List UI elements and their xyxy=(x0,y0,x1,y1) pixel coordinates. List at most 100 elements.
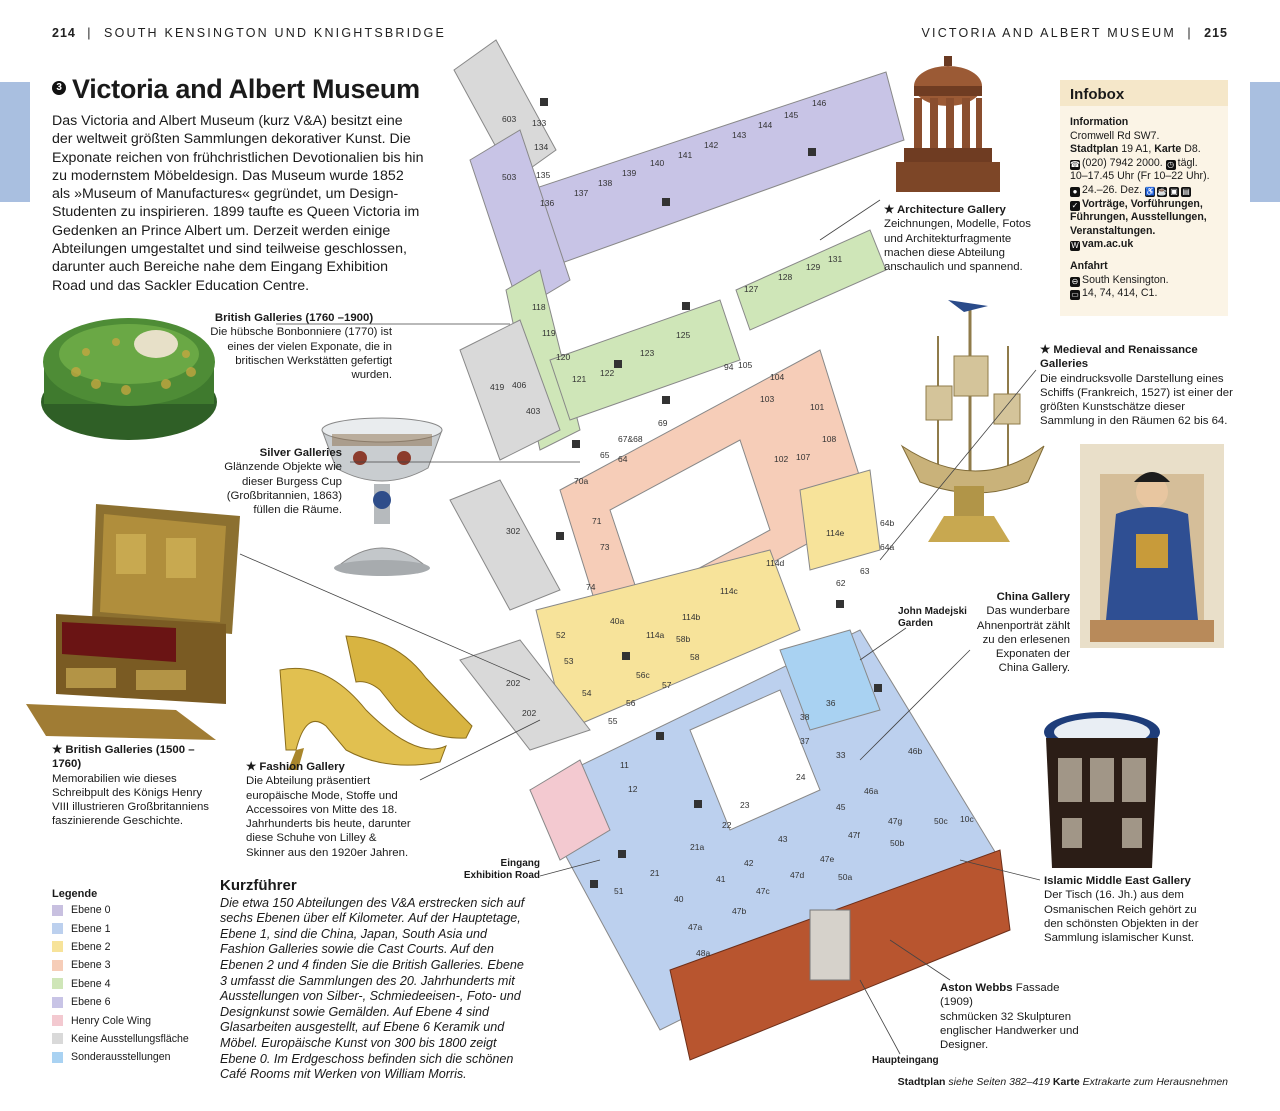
svg-text:131: 131 xyxy=(828,254,842,264)
legend-swatch xyxy=(52,941,63,953)
svg-text:127: 127 xyxy=(744,284,758,294)
islamic-table-image xyxy=(1044,712,1160,868)
legend-item: Henry Cole Wing xyxy=(52,1011,189,1029)
svg-text:47e: 47e xyxy=(820,854,834,864)
svg-text:125: 125 xyxy=(676,330,690,340)
wheelchair-icon: ♿ xyxy=(1145,186,1156,197)
legend-label: Ebene 6 xyxy=(71,996,111,1009)
svg-text:142: 142 xyxy=(704,140,718,150)
svg-text:137: 137 xyxy=(574,188,588,198)
infobox-title: Infobox xyxy=(1060,80,1228,106)
level2-grey-south xyxy=(459,639,591,751)
level6-west-block xyxy=(453,39,557,181)
legend-item: Keine Ausstellungsfläche xyxy=(52,1030,189,1048)
caption-china: China Gallery Das wunderbare Ahnenporträ… xyxy=(976,591,1070,675)
address: Cromwell Rd SW7. xyxy=(1070,129,1160,142)
closed-line: ●24.–26. Dez. ♿☕▣▤ xyxy=(1070,184,1218,198)
svg-text:22: 22 xyxy=(722,820,732,830)
svg-text:140: 140 xyxy=(650,158,664,168)
svg-text:122: 122 xyxy=(600,368,614,378)
svg-text:73: 73 xyxy=(600,542,610,552)
chapter-tab-left xyxy=(0,82,30,202)
legend-item: Ebene 4 xyxy=(52,975,189,993)
clock-icon: ◷ xyxy=(1165,159,1176,170)
stadtplan-ref: Stadtplan 19 A1, Karte D8. xyxy=(1070,143,1201,156)
svg-text:47a: 47a xyxy=(688,922,702,932)
svg-text:38: 38 xyxy=(800,712,810,722)
svg-text:419: 419 xyxy=(490,382,504,392)
svg-text:54: 54 xyxy=(582,688,592,698)
legend-item: Ebene 3 xyxy=(52,956,189,974)
main-tower xyxy=(809,909,851,981)
level3-court xyxy=(609,439,771,601)
svg-text:129: 129 xyxy=(806,262,820,272)
svg-text:145: 145 xyxy=(784,110,798,120)
ancestor-portrait-image xyxy=(1080,444,1224,648)
svg-text:123: 123 xyxy=(640,348,654,358)
legend-label: Keine Ausstellungsfläche xyxy=(71,1032,189,1045)
svg-text:47c: 47c xyxy=(756,886,770,896)
legend-swatch xyxy=(52,904,63,916)
legend-label: Ebene 0 xyxy=(71,904,111,917)
svg-text:114e: 114e xyxy=(826,528,845,538)
legend-swatch xyxy=(52,959,63,971)
svg-text:107: 107 xyxy=(796,452,810,462)
svg-text:56c: 56c xyxy=(636,670,650,680)
svg-text:105: 105 xyxy=(738,360,752,370)
svg-text:47d: 47d xyxy=(790,870,804,880)
legend-item: Ebene 1 xyxy=(52,919,189,937)
footer-note: Stadtplan siehe Seiten 382–419 Karte Ext… xyxy=(897,1076,1228,1088)
svg-text:138: 138 xyxy=(598,178,612,188)
svg-text:62: 62 xyxy=(836,578,846,588)
svg-text:74: 74 xyxy=(586,582,596,592)
legend-label: Henry Cole Wing xyxy=(71,1014,152,1027)
svg-text:50b: 50b xyxy=(890,838,904,848)
legend-label: Ebene 4 xyxy=(71,977,111,990)
svg-text:101: 101 xyxy=(810,402,824,412)
cafe-icon: ☕ xyxy=(1157,186,1168,197)
information-label: Information xyxy=(1070,116,1129,128)
svg-text:119: 119 xyxy=(542,328,556,338)
svg-text:141: 141 xyxy=(678,150,692,160)
svg-text:136: 136 xyxy=(540,198,554,208)
svg-text:108: 108 xyxy=(822,434,836,444)
floor-plan-map: 1461451441431421411401391381371361351341… xyxy=(449,39,1011,1061)
svg-text:94: 94 xyxy=(724,362,734,372)
phone-icon: ☎ xyxy=(1070,159,1080,170)
level2-east xyxy=(799,469,881,571)
svg-text:114a: 114a xyxy=(646,630,665,640)
bus-icon: ▭ xyxy=(1070,290,1080,301)
level4-east xyxy=(735,229,887,331)
legend-swatch xyxy=(52,1033,63,1045)
svg-text:53: 53 xyxy=(564,656,574,666)
caption-medieval: ★ Medieval and Renaissance Galleries Die… xyxy=(1040,344,1233,428)
services-line: ✓Vorträge, Vorführungen, Führungen, Auss… xyxy=(1070,197,1207,237)
caption-british-1500: ★ British Galleries (1500 –1760) Memorab… xyxy=(52,744,209,828)
svg-text:64: 64 xyxy=(618,454,628,464)
svg-text:104: 104 xyxy=(770,372,784,382)
legend-item: Ebene 2 xyxy=(52,938,189,956)
services-icon: ✓ xyxy=(1070,200,1080,211)
svg-text:10c: 10c xyxy=(960,814,974,824)
kurzfuehrer-text: Die etwa 150 Abteilungen des V&A erstrec… xyxy=(220,895,525,1082)
svg-text:202: 202 xyxy=(506,678,520,688)
tube-line: ⊖South Kensington. xyxy=(1070,273,1169,287)
svg-text:47f: 47f xyxy=(848,830,860,840)
shop-icon: ▣ xyxy=(1169,186,1180,197)
web-icon: W xyxy=(1070,241,1080,252)
svg-text:143: 143 xyxy=(732,130,746,140)
writing-box-image xyxy=(26,504,240,740)
svg-text:118: 118 xyxy=(532,302,546,312)
svg-text:503: 503 xyxy=(502,172,516,182)
svg-text:50c: 50c xyxy=(934,816,948,826)
svg-text:21: 21 xyxy=(650,868,660,878)
caption-silver: Silver Galleries Glänzende Objekte wie d… xyxy=(224,447,342,517)
intro-text: Das Victoria and Albert Museum (kurz V&A… xyxy=(52,113,424,294)
svg-text:133: 133 xyxy=(532,118,546,128)
bonbonniere-image xyxy=(41,318,217,440)
svg-text:36: 36 xyxy=(826,698,836,708)
svg-text:146: 146 xyxy=(812,98,826,108)
svg-text:11: 11 xyxy=(620,760,629,770)
